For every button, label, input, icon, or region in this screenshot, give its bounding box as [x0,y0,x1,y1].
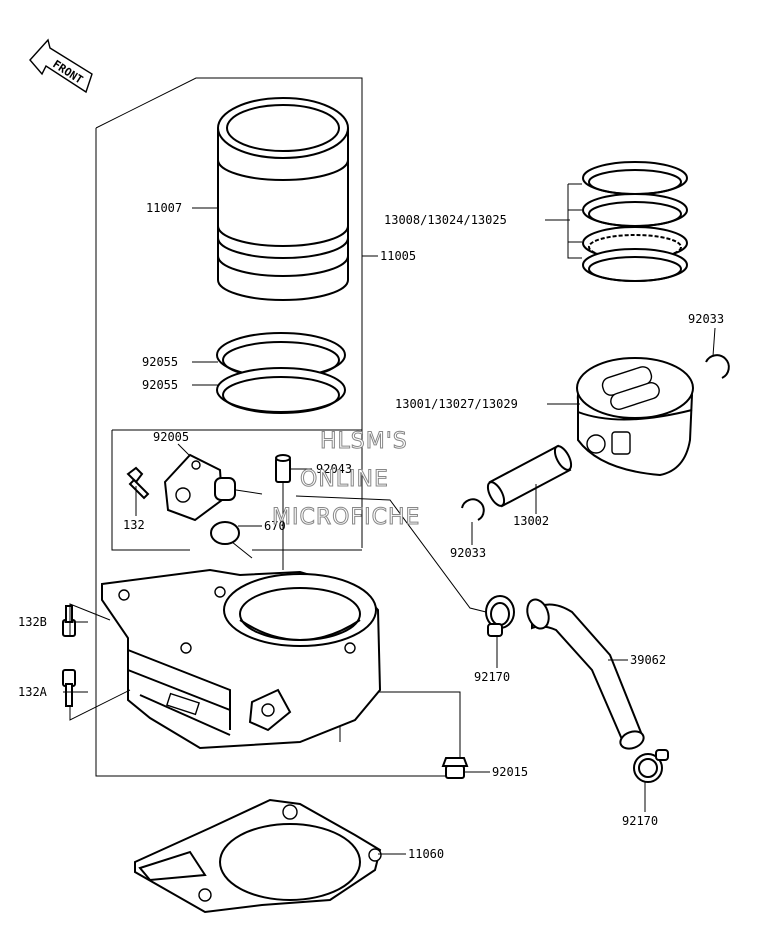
circlip-upper [705,354,730,379]
front-arrow: FRONT [29,38,93,94]
cylinder-liner [217,97,349,301]
circlip-lower [461,498,485,521]
plug-92015 [441,757,469,779]
cylinder-block [101,568,382,750]
water-hose [526,598,645,750]
label-13008: 13008/13024/13025 [384,213,507,227]
bolt-132 [126,466,150,500]
bolt-leaders [69,603,131,721]
label-92005: 92005 [153,430,189,444]
piston-ring-set [582,161,688,282]
water-fitting [163,453,236,522]
label-92033-lower: 92033 [450,546,486,560]
dowel-pin [275,454,291,483]
hose-clamp-upper [485,595,515,637]
o-rings-92055 [216,332,346,414]
watermark-line-3: MICROFICHE [272,505,420,530]
label-92170-lower: 92170 [622,814,658,828]
label-132a: 132A [18,685,48,699]
bolt-132a [62,669,76,707]
fitting-box [111,429,362,551]
label-11007: 11007 [146,201,182,215]
label-13002: 13002 [513,514,549,528]
label-92043: 92043 [316,462,352,476]
label-39062: 39062 [630,653,666,667]
watermark-line-1: HLSM'S [320,429,408,454]
leader-lines [63,183,716,855]
label-670: 670 [264,519,286,533]
label-11005: 11005 [380,249,416,263]
head-gasket [134,798,382,914]
label-11060: 11060 [408,847,444,861]
label-92055-b: 92055 [142,378,178,392]
label-132b: 132B [18,615,47,629]
o-ring-670 [210,521,240,545]
label-92015: 92015 [492,765,528,779]
piston-pin [486,444,573,508]
piston [576,357,694,477]
bolt-132b [62,605,76,637]
label-13001: 13001/13027/13029 [395,397,518,411]
label-132: 132 [123,518,145,532]
watermark-line-2: ONLINE [300,467,389,492]
label-92055-a: 92055 [142,355,178,369]
label-92170-upper: 92170 [474,670,510,684]
hose-clamp-lower [633,749,669,783]
watermark: HLSM'S ONLINE MICROFICHE [272,429,420,531]
label-92033-upper: 92033 [688,312,724,326]
